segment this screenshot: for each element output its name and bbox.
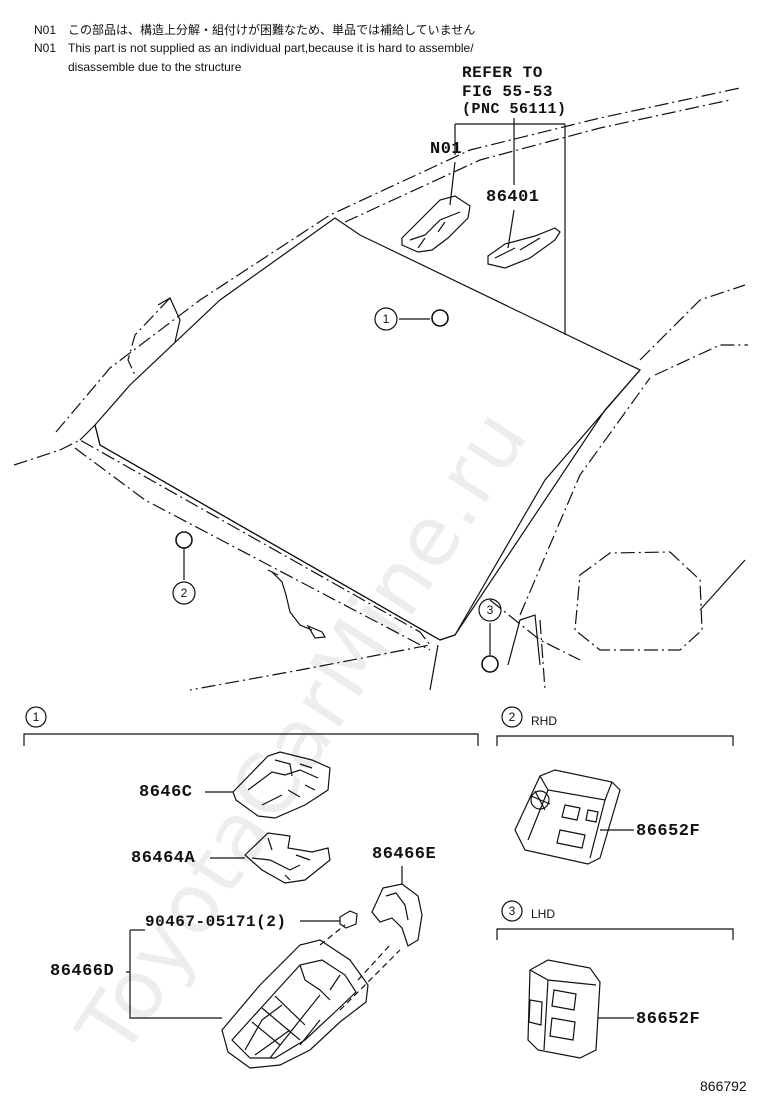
part-label-86652F-rhd[interactable]: 86652F [636,822,701,841]
note-text: この部品は、構造上分解・組付けが困難なため、単品では補給していません [68,23,476,37]
part-8646C-drawing [232,751,331,819]
a-pillar-outline [519,377,651,616]
roof-rear-outline [639,284,746,361]
section-caption-rhd: RHD [531,714,557,728]
marker-3-number: 3 [487,603,494,617]
windshield-glass [94,217,641,641]
note-en-2: disassemble due to the structure [34,59,241,75]
section-1-number: 1 [33,710,40,724]
part-86464A-drawing [244,832,331,884]
sensor-bracket-86401 [487,227,561,269]
sensor-location-3 [481,655,499,673]
marker-2-number: 2 [181,586,188,600]
note-text: This part is not supplied as an individu… [68,41,474,55]
part-label-86464A[interactable]: 86464A [131,849,196,868]
section-caption-lhd: LHD [531,907,556,921]
note-en-1: N01 This part is not supplied as an indiv… [34,40,474,56]
part-86466D-drawing [221,924,401,1069]
part-86652F-rhd-drawing [514,769,621,865]
note-text: disassemble due to the structure [68,60,242,74]
section-1-bracket [23,733,479,746]
section-3-marker [501,900,523,922]
refer-line-2: FIG 55-53 [462,83,553,101]
marker-3 [478,598,502,622]
sensor-location-1 [431,309,449,327]
part-label-90467-05171[interactable]: 90467-05171(2) [145,913,287,931]
callout-n01[interactable]: N01 [430,140,463,159]
note-code: N01 [34,23,57,37]
a-pillar-edge [454,369,641,636]
section-3-number: 3 [509,904,516,918]
part-90467-05171-drawing [339,910,358,929]
part-label-86652F-lhd[interactable]: 86652F [636,1010,701,1029]
section-3-bracket [496,928,734,940]
section-2-marker [501,706,523,728]
sensor-bracket-n01 [401,195,471,253]
sensor-cable [271,571,313,631]
section-2-number: 2 [509,710,516,724]
left-mirror-outline [127,297,171,376]
marker-2 [172,581,196,605]
note-code: N01 [34,41,57,55]
roof-inner-outline [344,99,731,223]
hood-outline [13,439,432,691]
figure-number: 866792 [700,1078,747,1094]
section-2-bracket [496,735,734,746]
part-86652F-lhd-drawing [527,959,601,1059]
section-1-marker [25,706,47,728]
refer-bracket-lines [454,118,566,335]
marker-1 [374,307,398,331]
note-jp: N01 この部品は、構造上分解・組付けが困難なため、単品では補給していません [34,22,475,38]
callout-86401[interactable]: 86401 [486,188,540,207]
right-mirror-outline [574,551,703,651]
marker-1-number: 1 [383,312,390,326]
roof-edge-outline [55,87,741,433]
refer-line-1: REFER TO [462,64,543,82]
part-label-86466D[interactable]: 86466D [50,962,115,981]
part-86466E-drawing [371,883,423,947]
part-label-8646C[interactable]: 8646C [139,783,193,802]
part-label-86466E[interactable]: 86466E [372,845,437,864]
refer-line-3: (PNC 56111) [462,101,567,118]
sensor-location-2 [175,531,193,549]
